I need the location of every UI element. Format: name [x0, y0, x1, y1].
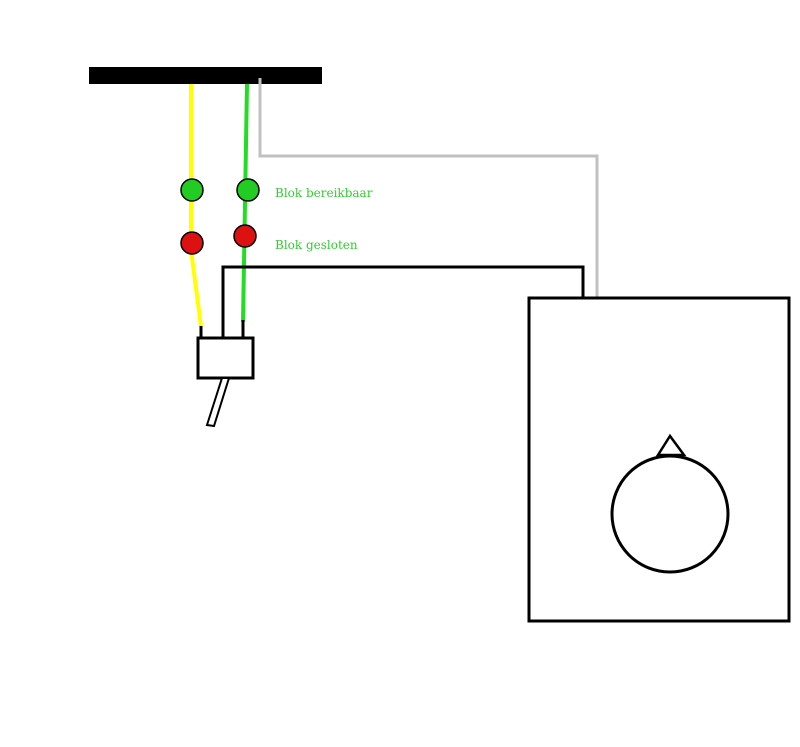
green-signal-lamp	[236, 178, 260, 202]
power-bus-bar	[89, 67, 322, 84]
label-available: Blok bereikbaar	[275, 186, 373, 200]
toggle-lever	[205, 377, 231, 428]
red-signal-lamp	[233, 224, 257, 248]
label-closed: Blok gesloten	[275, 238, 358, 252]
yellow-wire	[189, 84, 203, 327]
green-signal-lamp	[180, 178, 204, 202]
toggle-switch-body	[196, 336, 255, 380]
red-signal-lamp	[180, 231, 204, 255]
grey-wire	[258, 78, 599, 300]
rotary-knob	[610, 454, 730, 574]
green-wire	[241, 83, 249, 323]
black-wire	[221, 265, 585, 338]
